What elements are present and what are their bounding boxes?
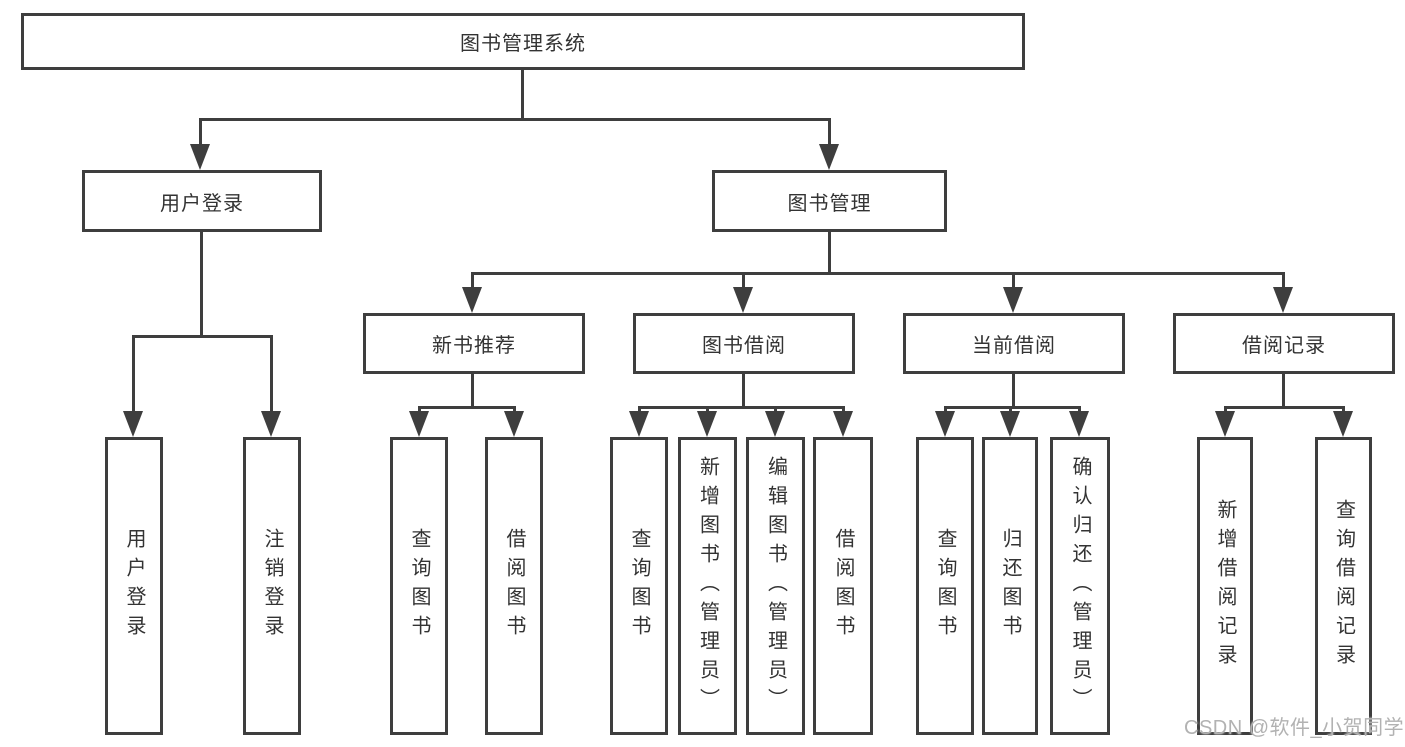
- connector-drop-nb-query: [418, 406, 421, 414]
- node-cb-query-label: 查询图书: [934, 528, 956, 644]
- arrow-down-icon: [1333, 411, 1353, 437]
- node-logout: 注销登录: [243, 437, 301, 735]
- node-bb-add: 新增图书（管理员）: [678, 437, 737, 735]
- connector-root-branch: [200, 118, 831, 121]
- connector-drop-cb-query: [944, 406, 947, 414]
- node-book-borrow-label: 图书借阅: [702, 335, 786, 357]
- connector-book-borrow-stem: [742, 374, 745, 406]
- connector-drop-cb-return: [1009, 406, 1012, 414]
- connector-current-borrow-stem: [1012, 374, 1015, 406]
- node-new-book: 新书推荐: [363, 313, 585, 374]
- connector-current-borrow-branch: [944, 406, 1081, 409]
- node-bb-query-label: 查询图书: [628, 528, 650, 644]
- connector-drop-br-query: [1342, 406, 1345, 414]
- connector-borrow-record-stem: [1282, 374, 1285, 406]
- node-nb-borrow: 借阅图书: [485, 437, 543, 735]
- connector-drop-bb-edit: [774, 406, 777, 414]
- connector-drop-current-borrow: [1012, 272, 1015, 288]
- node-nb-query: 查询图书: [390, 437, 448, 735]
- node-bb-borrow: 借阅图书: [813, 437, 873, 735]
- arrow-down-icon: [833, 411, 853, 437]
- arrow-down-icon: [462, 287, 482, 313]
- node-bb-query: 查询图书: [610, 437, 668, 735]
- node-cb-return-label: 归还图书: [999, 528, 1021, 644]
- node-current-borrow-label: 当前借阅: [972, 335, 1056, 357]
- connector-drop-bb-borrow: [842, 406, 845, 414]
- connector-book-borrow-branch: [638, 406, 845, 409]
- connector-book-mgmt-branch: [471, 272, 1285, 275]
- node-new-book-label: 新书推荐: [432, 335, 516, 357]
- arrow-down-icon: [629, 411, 649, 437]
- arrow-down-icon: [697, 411, 717, 437]
- connector-login-stem: [200, 232, 203, 335]
- node-br-add-label: 新增借阅记录: [1214, 499, 1236, 673]
- node-cb-return: 归还图书: [982, 437, 1038, 735]
- arrow-down-icon: [1215, 411, 1235, 437]
- node-br-query-label: 查询借阅记录: [1332, 499, 1355, 673]
- node-borrow-record-label: 借阅记录: [1242, 335, 1326, 357]
- connector-borrow-record-branch: [1224, 406, 1344, 409]
- arrow-down-icon: [1273, 287, 1293, 313]
- arrow-down-icon: [935, 411, 955, 437]
- connector-login-branch: [132, 335, 273, 338]
- node-cb-confirm-label: 确认归还（管理员）: [1069, 455, 1091, 717]
- connector-drop-bb-add: [706, 406, 709, 414]
- node-logout-label: 注销登录: [261, 528, 283, 644]
- node-book-borrow: 图书借阅: [633, 313, 855, 374]
- node-root: 图书管理系统: [21, 13, 1025, 70]
- node-login: 用户登录: [82, 170, 322, 232]
- node-br-query: 查询借阅记录: [1315, 437, 1372, 735]
- node-user-login: 用户登录: [105, 437, 163, 735]
- connector-drop-book-mgmt: [828, 118, 831, 146]
- arrow-down-icon: [1000, 411, 1020, 437]
- arrow-down-icon: [1069, 411, 1089, 437]
- node-bb-edit: 编辑图书（管理员）: [746, 437, 805, 735]
- connector-drop-br-add: [1224, 406, 1227, 414]
- arrow-down-icon: [504, 411, 524, 437]
- arrow-down-icon: [261, 411, 281, 437]
- arrow-down-icon: [819, 144, 839, 170]
- node-nb-query-label: 查询图书: [408, 528, 430, 644]
- node-bb-add-label: 新增图书（管理员）: [696, 455, 719, 717]
- connector-book-mgmt-stem: [828, 232, 831, 272]
- node-bb-edit-label: 编辑图书（管理员）: [764, 455, 787, 717]
- arrow-down-icon: [733, 287, 753, 313]
- arrow-down-icon: [190, 144, 210, 170]
- connector-root-stem: [521, 70, 524, 118]
- node-login-label: 用户登录: [160, 192, 244, 215]
- connector-drop-login: [199, 118, 202, 146]
- node-user-login-label: 用户登录: [123, 528, 145, 644]
- node-current-borrow: 当前借阅: [903, 313, 1125, 374]
- connector-new-book-stem: [471, 374, 474, 406]
- connector-drop-cb-confirm: [1078, 406, 1081, 414]
- node-borrow-record: 借阅记录: [1173, 313, 1395, 374]
- connector-new-book-branch: [418, 406, 516, 409]
- connector-drop-logout: [270, 335, 273, 413]
- node-bb-borrow-label: 借阅图书: [832, 528, 854, 644]
- node-book-mgmt-label: 图书管理: [787, 192, 872, 215]
- node-cb-confirm: 确认归还（管理员）: [1050, 437, 1110, 735]
- node-root-label: 图书管理系统: [460, 33, 586, 55]
- connector-drop-bb-query: [638, 406, 641, 414]
- connector-drop-new-book: [471, 272, 474, 288]
- node-nb-borrow-label: 借阅图书: [503, 528, 525, 644]
- connector-drop-book-borrow: [742, 272, 745, 288]
- connector-drop-nb-borrow: [513, 406, 516, 414]
- connector-drop-user-login: [132, 335, 135, 413]
- arrow-down-icon: [765, 411, 785, 437]
- arrow-down-icon: [123, 411, 143, 437]
- arrow-down-icon: [409, 411, 429, 437]
- connector-drop-borrow-record: [1282, 272, 1285, 288]
- watermark: CSDN @软件_小贺同学: [1184, 717, 1405, 739]
- node-cb-query: 查询图书: [916, 437, 974, 735]
- node-br-add: 新增借阅记录: [1197, 437, 1253, 735]
- node-book-mgmt: 图书管理: [712, 170, 947, 232]
- arrow-down-icon: [1003, 287, 1023, 313]
